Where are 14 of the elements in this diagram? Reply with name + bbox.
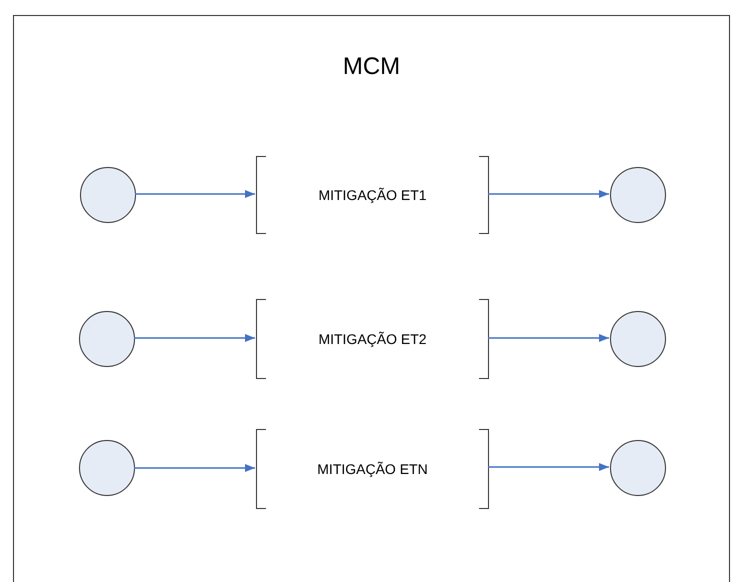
arrow [488, 463, 609, 471]
step-label: MITIGAÇÃO ET2 [318, 330, 427, 349]
bracket-box [256, 156, 489, 234]
frame-title: MCM [342, 52, 402, 82]
step-label: MITIGAÇÃO ETN [317, 460, 428, 479]
frame-box [13, 15, 730, 582]
bracket-box [256, 429, 489, 509]
arrow [488, 334, 609, 342]
bracket-box [256, 299, 489, 379]
arrow [135, 190, 255, 198]
step-label: MITIGAÇÃO ET1 [318, 186, 427, 205]
arrow [134, 464, 255, 472]
arrow [488, 190, 609, 198]
arrow [134, 334, 255, 342]
